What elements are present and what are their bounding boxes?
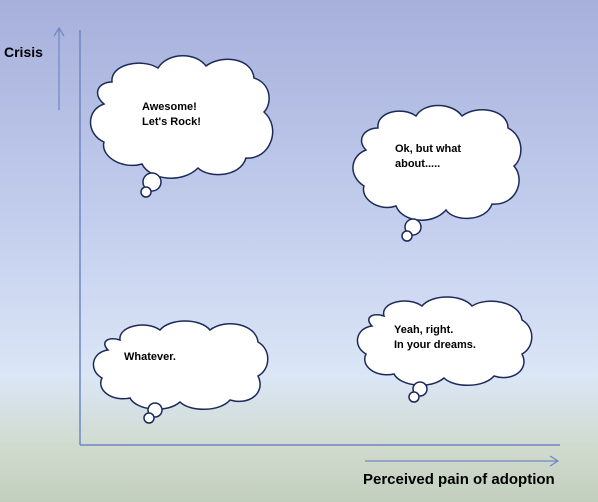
bubble-text-1: Awesome! Let's Rock! — [142, 100, 201, 130]
bubble-text-4: Yeah, right. In your dreams. — [394, 323, 476, 353]
thought-bubble-2 — [352, 104, 522, 242]
thought-bubble-1 — [89, 55, 274, 198]
bubble-text-2: Ok, but what about..... — [395, 142, 461, 172]
thought-dot-small — [401, 230, 413, 242]
x-axis-label: Perceived pain of adoption — [363, 471, 555, 488]
thought-dot-small — [408, 391, 420, 403]
cloud-shape — [356, 296, 533, 386]
bubble-line: Let's Rock! — [142, 116, 201, 128]
thought-bubble-3 — [92, 320, 269, 424]
bubble-line: In your dreams. — [394, 339, 476, 351]
bubble-text-3: Whatever. — [124, 350, 176, 365]
bubble-line: about..... — [395, 158, 441, 170]
bubble-line: Awesome! — [142, 101, 197, 113]
thought-bubble-4 — [356, 296, 533, 403]
cloud-shape — [352, 104, 522, 221]
bubble-line: Yeah, right. — [394, 324, 454, 336]
y-arrow — [53, 26, 65, 110]
bubble-line: Ok, but what — [395, 143, 461, 155]
x-arrow — [365, 455, 560, 467]
y-axis-label: Crisis — [4, 44, 43, 60]
thought-dot-small — [140, 186, 152, 198]
thought-dot-small — [143, 412, 155, 424]
cloud-shape — [89, 55, 274, 179]
axes — [53, 26, 560, 467]
cloud-shape — [92, 320, 269, 410]
bubble-line: Whatever. — [124, 351, 176, 363]
